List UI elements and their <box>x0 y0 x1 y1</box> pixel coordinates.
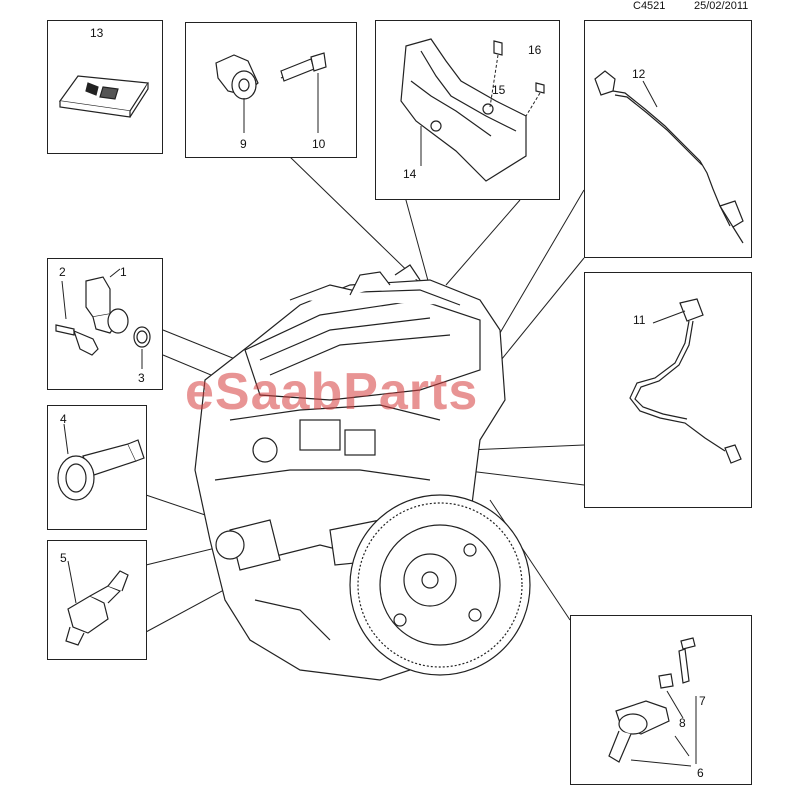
box-part-14-16: 14 15 16 <box>375 20 560 200</box>
callout-1: 1 <box>120 265 127 279</box>
box-part-12: 12 <box>584 20 752 258</box>
downstream-oxygen-sensor-icon <box>629 298 742 464</box>
box-part-1-3: 2 1 3 <box>47 258 163 390</box>
callout-4: 4 <box>60 412 67 426</box>
pressure-sensor-icon <box>57 423 145 501</box>
box-part-9-10: 9 10 <box>185 22 357 158</box>
oxygen-sensor-icon <box>594 70 744 244</box>
callout-6: 6 <box>697 766 704 780</box>
diagram-code: C4521 <box>633 0 666 12</box>
box-part-5: 5 <box>47 540 147 660</box>
control-module-icon <box>58 75 150 118</box>
callout-2: 2 <box>59 265 66 279</box>
box-part-6-8: 7 8 6 <box>570 615 752 785</box>
callout-12: 12 <box>632 67 646 81</box>
crankshaft-sensor-icon <box>608 637 697 767</box>
watermark-logo: eSaabParts <box>185 363 479 421</box>
temperature-sensor-icon <box>65 560 129 646</box>
diagram-date: 25/02/2011 <box>694 0 749 12</box>
callout-3: 3 <box>138 371 145 385</box>
camshaft-sensor-icon <box>55 268 151 369</box>
callout-15: 15 <box>492 83 506 97</box>
callout-9: 9 <box>240 137 247 151</box>
callout-10: 10 <box>312 137 326 151</box>
knock-sensor-icon <box>215 52 327 133</box>
callout-11: 11 <box>633 313 646 327</box>
box-part-4: 4 <box>47 405 147 530</box>
callout-8: 8 <box>679 716 686 730</box>
callout-16: 16 <box>528 43 542 57</box>
callout-13: 13 <box>90 26 104 40</box>
callout-14: 14 <box>403 167 417 181</box>
flywheel <box>349 494 531 676</box>
box-part-11: 11 <box>584 272 752 508</box>
callout-5: 5 <box>60 551 67 565</box>
callout-7: 7 <box>699 694 706 708</box>
heat-shield-icon <box>400 38 545 182</box>
box-part-13: 13 <box>47 20 163 154</box>
